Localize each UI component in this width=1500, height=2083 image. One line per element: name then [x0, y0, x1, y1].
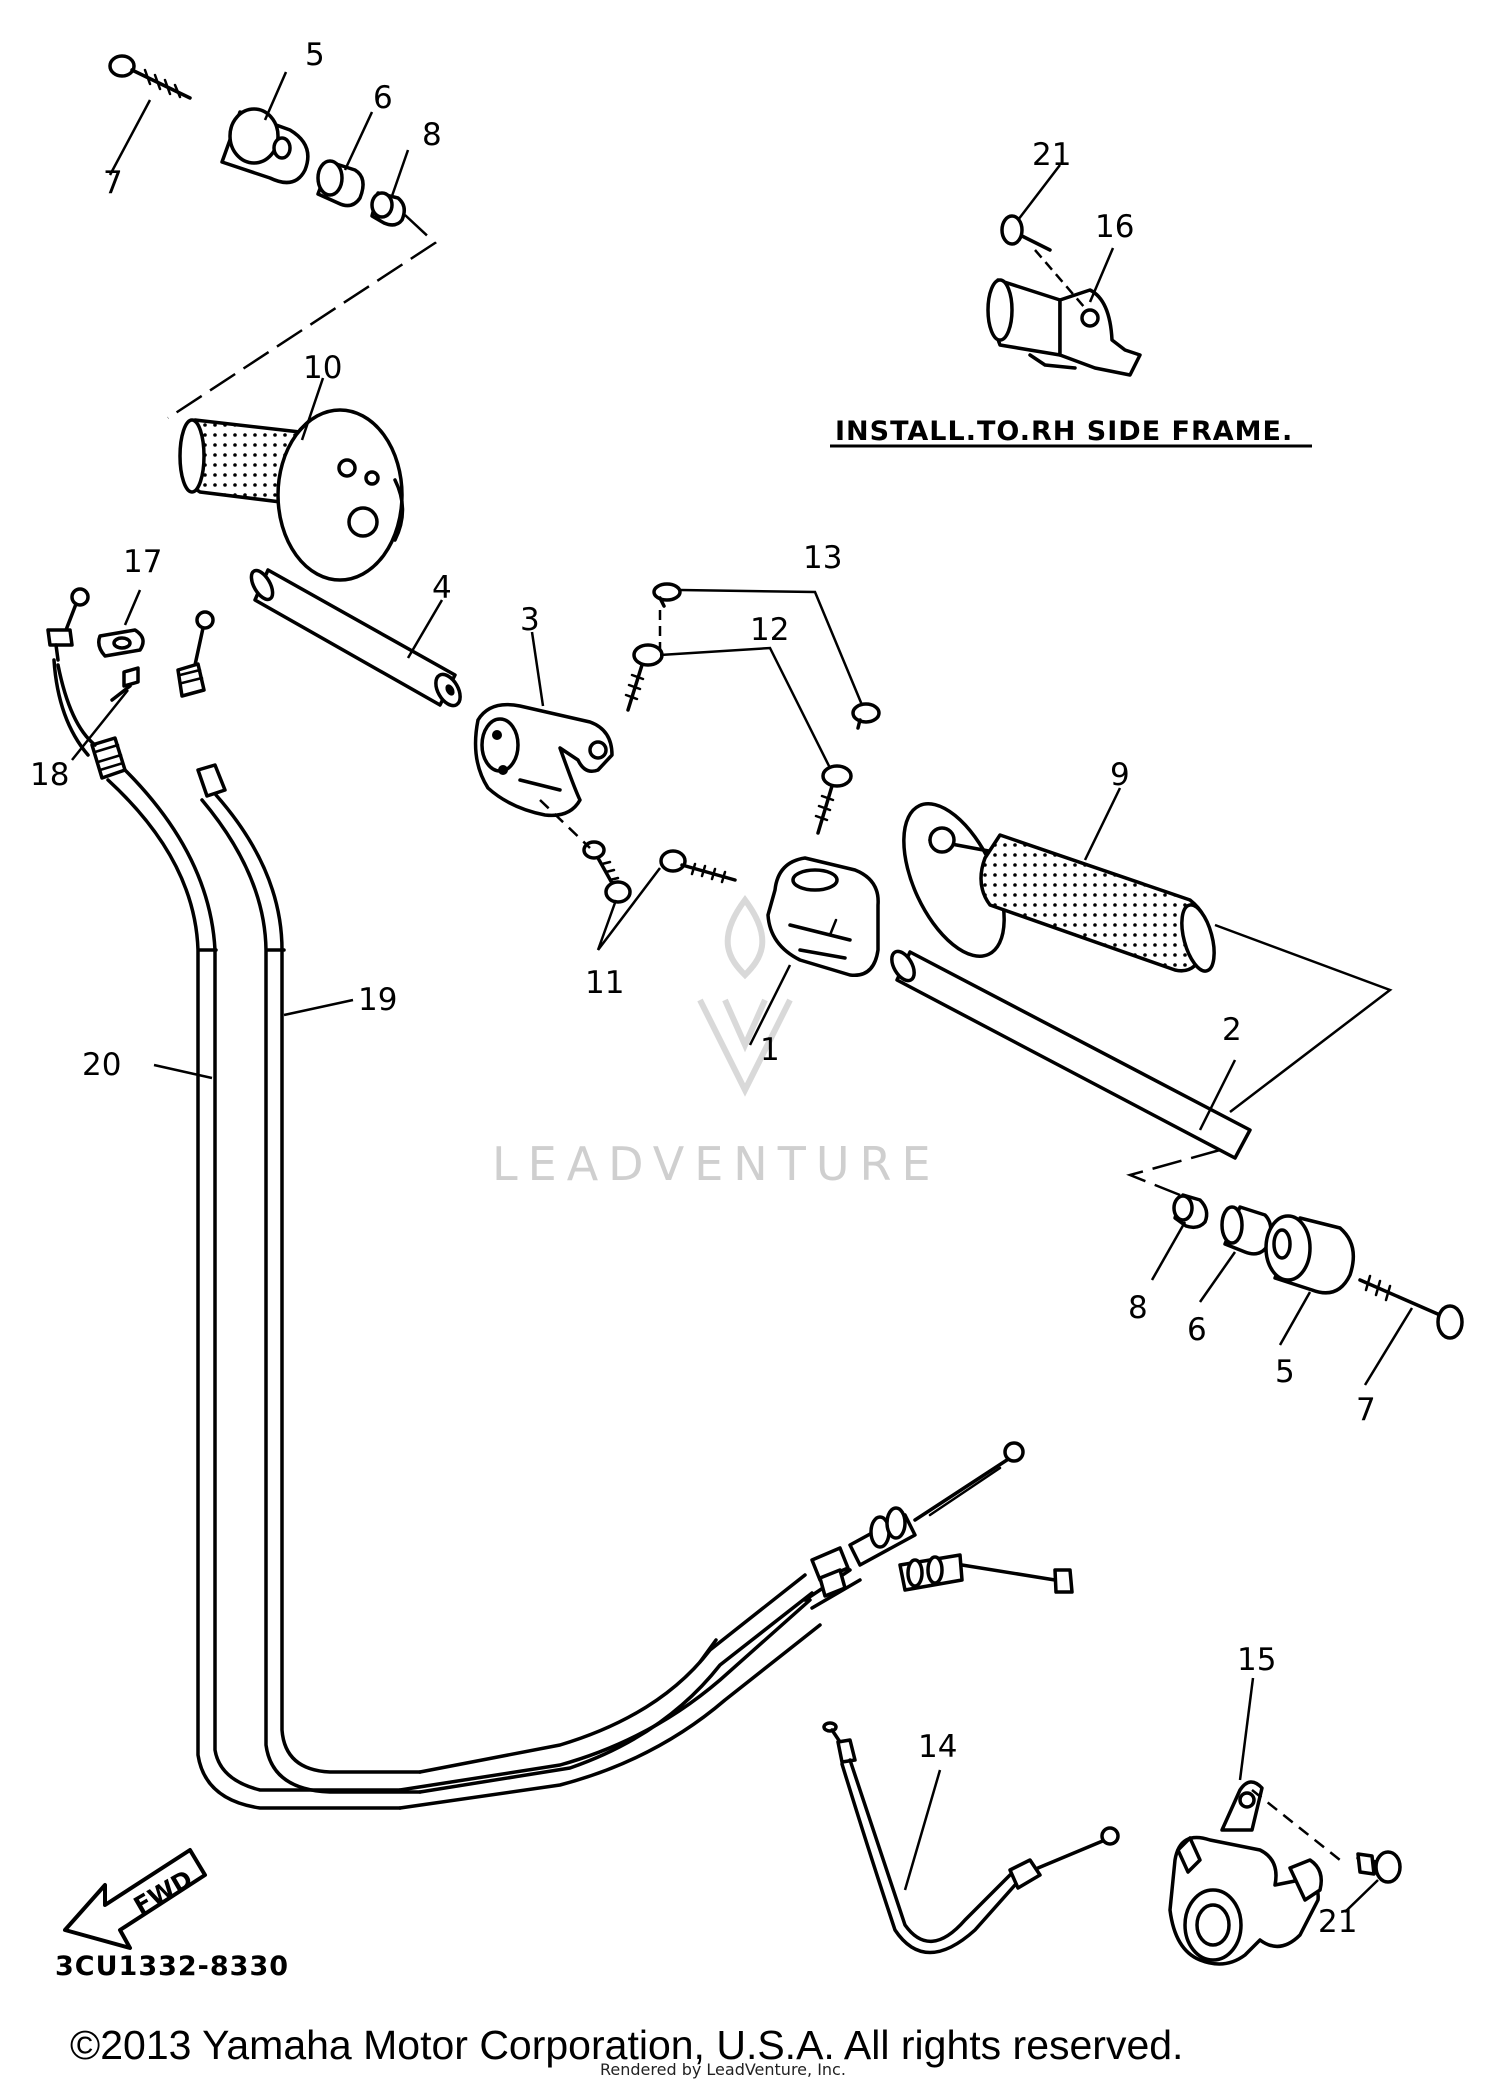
plate-17	[97, 628, 145, 658]
cable-20	[52, 658, 402, 1810]
leader-10	[300, 377, 325, 441]
choke-cable-14	[822, 1721, 1120, 1955]
callout-2: 2	[1222, 1012, 1242, 1048]
callout-6-lower: 6	[1187, 1312, 1207, 1348]
leader-11	[596, 867, 661, 951]
leader-4	[406, 599, 444, 659]
install-note: INSTALL.TO.RH SIDE FRAME.	[835, 416, 1293, 447]
screw-11-right	[659, 849, 737, 884]
axis-line-upper	[167, 214, 438, 420]
collar-6-upper	[316, 159, 365, 208]
axis-line-screw-11	[539, 799, 591, 849]
leader-21-lower	[1344, 1879, 1379, 1913]
callout-21-upper: 21	[1032, 137, 1071, 173]
bar-end-weight-5-lower	[1264, 1214, 1356, 1295]
cable-routing-lower	[398, 1568, 862, 1810]
screw-13-lower	[851, 702, 881, 730]
leader-9	[1083, 787, 1122, 861]
callout-5-upper: 5	[305, 37, 325, 73]
callout-10: 10	[303, 350, 342, 386]
leader-7-upper	[108, 99, 152, 176]
callout-15: 15	[1237, 1642, 1276, 1678]
callout-21-lower: 21	[1318, 1904, 1357, 1940]
leader-2	[1198, 1059, 1237, 1131]
grip-10-left	[178, 408, 405, 582]
callout-4: 4	[432, 570, 452, 606]
leader-16	[1088, 247, 1115, 303]
leader-12	[659, 646, 832, 769]
callout-5-lower: 5	[1275, 1354, 1295, 1390]
callout-17: 17	[123, 544, 162, 580]
screw-11-left	[582, 840, 632, 904]
screw-13-upper	[652, 582, 682, 608]
callout-3: 3	[520, 602, 540, 638]
leader-6-upper	[343, 111, 374, 171]
watermark-text: LEADVENTURE	[492, 1137, 941, 1191]
leader-13	[679, 588, 864, 706]
cable-19	[200, 793, 422, 1794]
bolt-21-upper	[1000, 214, 1052, 252]
diagram-code: 3CU1332-8330	[55, 1951, 289, 1982]
leader-20	[153, 1063, 213, 1080]
leader-8-lower	[1150, 1221, 1187, 1281]
choke-lever-15	[1168, 1780, 1323, 1966]
leader-6-lower	[1198, 1251, 1237, 1303]
axis-line-handlebar	[1214, 923, 1393, 1113]
nut-8-lower	[1172, 1193, 1209, 1230]
watermark: LEADVENTURE	[492, 894, 941, 1191]
throttle-tube-4	[249, 568, 462, 708]
cable-adjuster-top-left	[46, 587, 90, 662]
screw-12-lower	[814, 764, 853, 835]
leader-5-lower	[1278, 1291, 1312, 1346]
leader-15	[1238, 1677, 1255, 1781]
leader-7-lower	[1363, 1307, 1414, 1386]
leader-14	[903, 1769, 942, 1891]
callout-20: 20	[82, 1047, 121, 1083]
axis-line-lower	[1126, 1148, 1221, 1197]
axis-line-bracket-16	[1034, 249, 1086, 309]
throttle-housing-3	[473, 702, 614, 818]
cable-adjuster-top-right	[176, 610, 227, 798]
callout-9: 9	[1110, 757, 1130, 793]
leader-21-upper	[1017, 164, 1061, 221]
callout-18: 18	[30, 757, 69, 793]
callout-14: 14	[918, 1729, 957, 1765]
nut-8-upper	[370, 191, 406, 227]
bracket-16	[986, 278, 1142, 377]
leader-1	[748, 964, 792, 1046]
switch-housing-1	[766, 856, 880, 978]
bolt-21-lower	[1356, 1850, 1402, 1884]
leader-8-upper	[390, 149, 410, 197]
callout-8-upper: 8	[422, 117, 442, 153]
handlebar-2	[890, 949, 1252, 1160]
fwd-arrow-icon: FWD	[63, 1848, 207, 1950]
callout-7-lower: 7	[1356, 1392, 1376, 1428]
leader-5-upper	[263, 71, 288, 121]
callout-13: 13	[803, 540, 842, 576]
axis-line-lever-15	[1251, 1789, 1341, 1861]
screw-12-upper	[624, 643, 664, 712]
leader-19	[283, 998, 354, 1017]
leadventure-logo-icon	[697, 894, 793, 1097]
callout-11: 11	[585, 965, 624, 1001]
collar-6-lower	[1220, 1205, 1273, 1256]
callout-16: 16	[1095, 209, 1134, 245]
bolt-7-upper	[108, 54, 192, 100]
screw-18	[110, 666, 140, 702]
callout-12: 12	[750, 612, 789, 648]
rendered-by-text: Rendered by LeadVenture, Inc.	[600, 2060, 846, 2079]
cable-ends-right	[810, 1441, 1074, 1598]
bolt-7-lower	[1358, 1274, 1464, 1340]
callout-19: 19	[358, 982, 397, 1018]
bar-end-weight-5-upper	[220, 107, 310, 185]
leader-3	[530, 631, 545, 707]
grip-9-right	[902, 802, 1216, 973]
callout-1: 1	[760, 1032, 780, 1068]
copyright-text: ©2013 Yamaha Motor Corporation, U.S.A. A…	[70, 2022, 1184, 2068]
callout-6-upper: 6	[373, 80, 393, 116]
leader-17	[123, 589, 142, 626]
callout-8-lower: 8	[1128, 1290, 1148, 1326]
callout-7-upper: 7	[103, 165, 123, 201]
